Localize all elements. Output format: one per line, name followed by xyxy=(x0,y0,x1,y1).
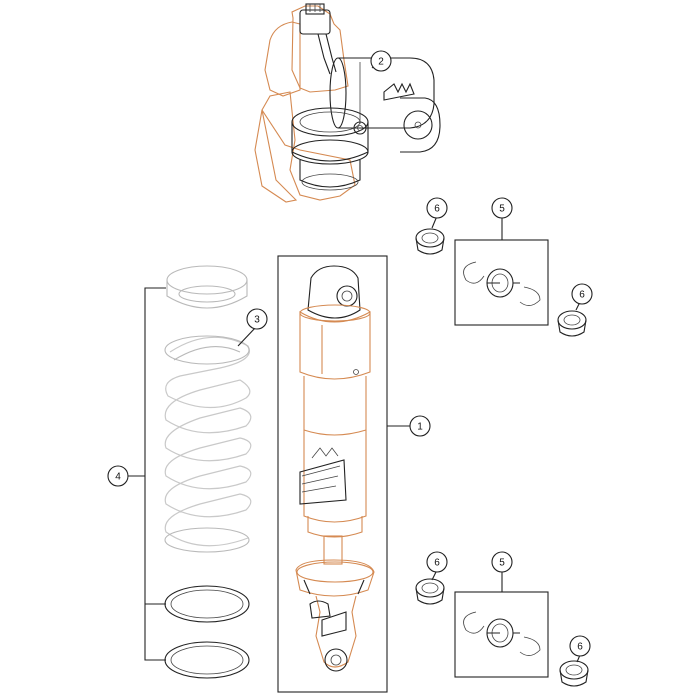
damper-unit xyxy=(277,255,388,693)
svg-text:5: 5 xyxy=(499,558,505,569)
spring-assembly xyxy=(144,265,258,679)
bearing-kit-box-upper xyxy=(454,239,549,326)
callout-2: 2 xyxy=(370,50,392,72)
callout-5-upper: 5 xyxy=(491,197,513,219)
bearing-kit-box-lower xyxy=(454,591,549,678)
svg-text:3: 3 xyxy=(254,315,260,326)
svg-text:5: 5 xyxy=(499,204,505,215)
callout-4: 4 xyxy=(107,465,129,487)
svg-text:1: 1 xyxy=(417,422,423,433)
svg-text:6: 6 xyxy=(434,558,440,569)
svg-text:6: 6 xyxy=(579,290,585,301)
spacer-ring-upper xyxy=(164,585,250,623)
callout-bracket-4 xyxy=(144,287,166,661)
coil-spring xyxy=(164,336,252,547)
callout-1: 1 xyxy=(409,415,431,437)
svg-text:6: 6 xyxy=(434,204,440,215)
spacer-ring-lower xyxy=(164,641,250,679)
svg-text:6: 6 xyxy=(577,642,583,653)
callout-6-lower-left: 6 xyxy=(426,551,448,573)
svg-text:2: 2 xyxy=(378,57,384,68)
lower-bearing-kit xyxy=(415,566,589,687)
callout-3: 3 xyxy=(246,308,268,330)
callout-6-upper-left: 6 xyxy=(426,197,448,219)
svg-text:4: 4 xyxy=(115,472,121,483)
callout-6-upper-right: 6 xyxy=(571,283,593,305)
upper-bearing-kit xyxy=(415,214,587,337)
damper-frame xyxy=(277,255,388,693)
reservoir-top-mount xyxy=(254,3,441,203)
callout-5-lower: 5 xyxy=(491,551,513,573)
callout-6-lower-right: 6 xyxy=(569,635,591,657)
